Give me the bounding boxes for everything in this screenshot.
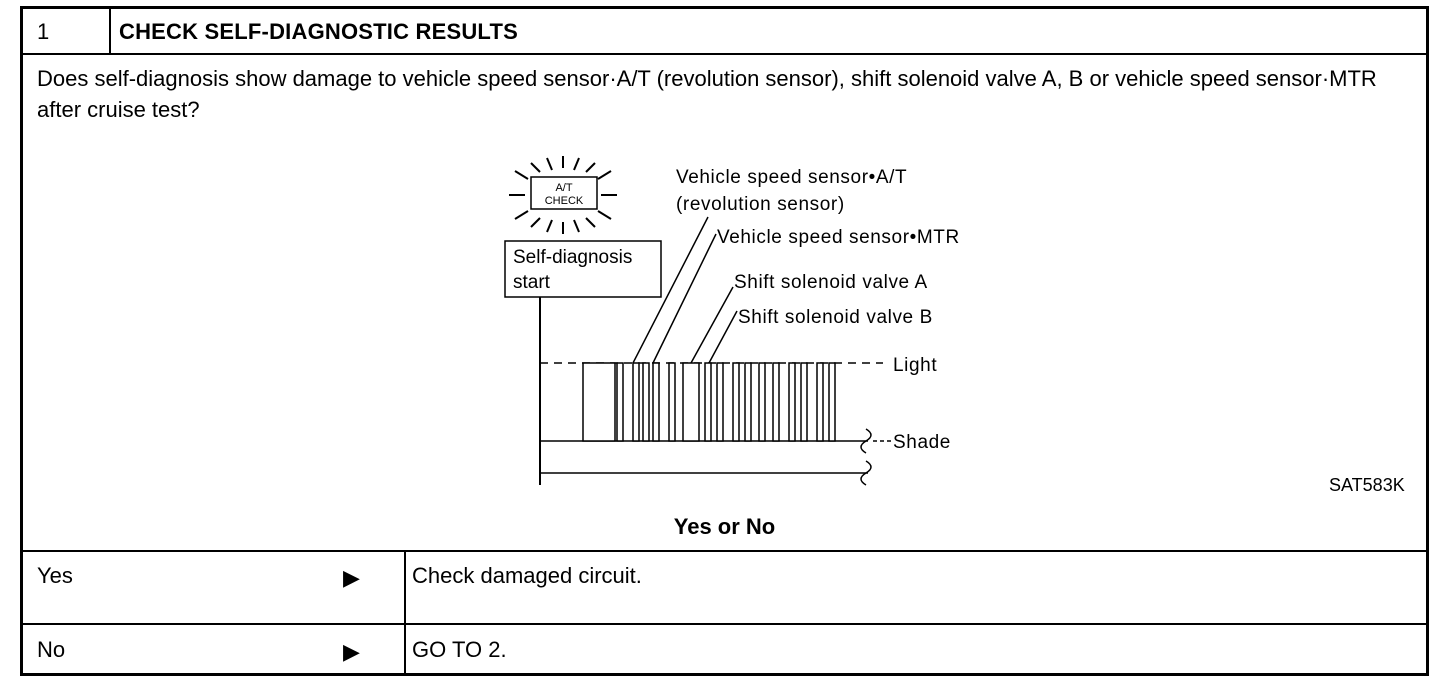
pulse — [668, 362, 676, 442]
figure-id: SAT583K — [1329, 475, 1405, 495]
pulse — [716, 362, 724, 442]
question-text: Does self-diagnosis show damage to vehic… — [37, 66, 1377, 122]
shade-break-mark — [860, 428, 872, 454]
yes-or-no-prompt: Yes or No — [673, 514, 776, 539]
diagnostic-step-panel: 1 CHECK SELF-DIAGNOSTIC RESULTS Does sel… — [20, 6, 1429, 676]
label-light: Light — [893, 355, 937, 376]
pulse — [828, 362, 836, 442]
pulse — [732, 362, 740, 442]
step-number: 1 — [37, 19, 50, 44]
results-top-rule — [23, 550, 1426, 552]
answer-yes: Yes — [37, 563, 73, 588]
pulse — [744, 362, 752, 442]
step-title: CHECK SELF-DIAGNOSTIC RESULTS — [119, 19, 518, 44]
action-no: GO TO 2. — [412, 637, 507, 662]
pulse — [788, 362, 796, 442]
box-label-line2: start — [513, 272, 551, 293]
lamp-rays — [509, 156, 617, 234]
self-diagnosis-diagram: A/T CHECK Self-diagnosis start — [504, 156, 960, 486]
label-shade: Shade — [893, 432, 951, 453]
lamp-label-check: CHECK — [545, 195, 584, 207]
pulse — [758, 362, 766, 442]
pulse — [652, 362, 660, 442]
label-revolution-sensor: (revolution sensor) — [676, 194, 845, 215]
lamp-box — [530, 176, 598, 210]
pulse — [704, 362, 712, 442]
self-diagnosis-start-box — [504, 240, 662, 298]
box-label-line1: Self-diagnosis — [513, 247, 632, 268]
pulse — [632, 362, 640, 442]
pulse — [772, 362, 780, 442]
label-solenoid-b: Shift solenoid valve B — [738, 307, 933, 328]
pulse — [616, 362, 624, 442]
action-yes: Check damaged circuit. — [412, 563, 642, 588]
pulse — [800, 362, 808, 442]
label-speed-sensor-mtr: Vehicle speed sensor•MTR — [717, 227, 960, 248]
answer-no: No — [37, 637, 66, 662]
header-rule — [23, 53, 1426, 55]
results-row-rule — [23, 623, 1426, 625]
label-speed-sensor-at: Vehicle speed sensor•A/T — [676, 167, 907, 188]
label-solenoid-a: Shift solenoid valve A — [734, 272, 928, 293]
timeline-break-mark — [860, 460, 872, 486]
pulse — [642, 362, 650, 442]
arrow-no-icon: ▶ — [343, 639, 360, 664]
lamp-label-at: A/T — [555, 182, 572, 194]
pulse — [682, 362, 700, 442]
pulse — [816, 362, 824, 442]
pulse-start — [582, 362, 616, 442]
header-divider — [109, 9, 111, 53]
callout-leaders — [632, 216, 738, 364]
arrow-yes-icon: ▶ — [343, 565, 360, 590]
pulse-train — [582, 362, 836, 442]
results-divider — [404, 550, 406, 673]
